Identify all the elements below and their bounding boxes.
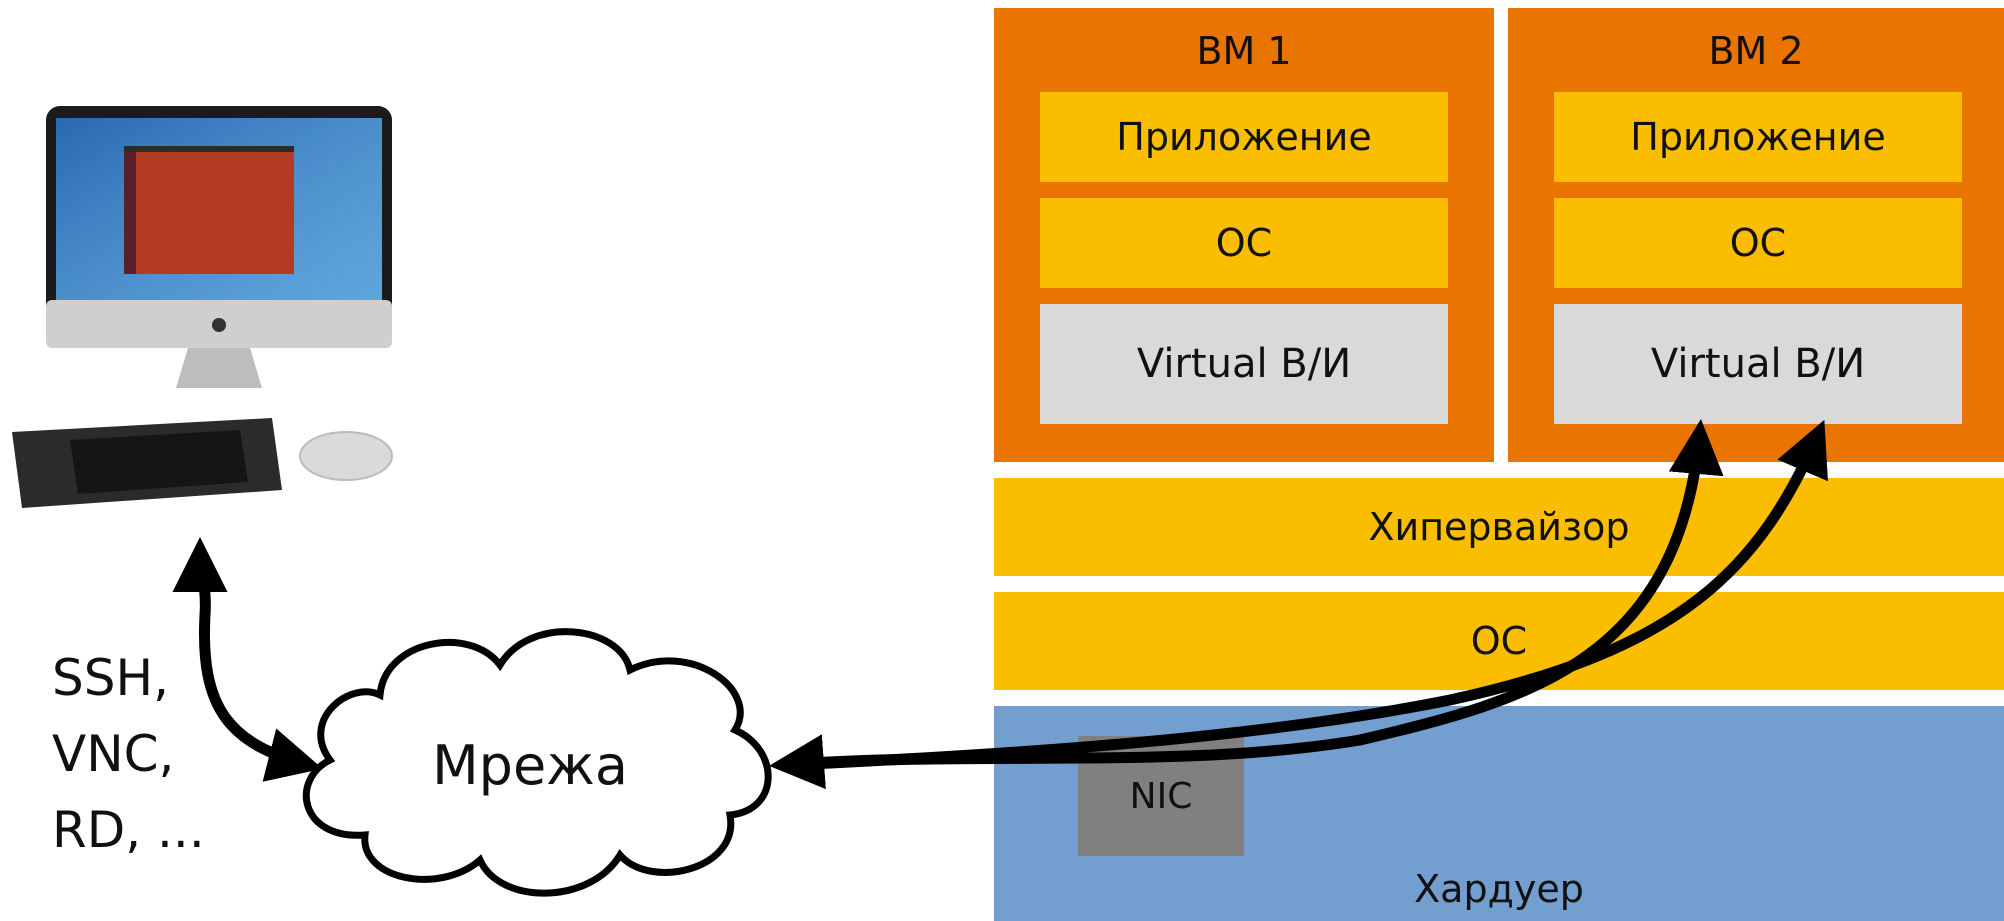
arrow-network-to-vm1: [769, 419, 1724, 790]
protocol-vnc: VNC,: [52, 725, 175, 783]
vm2-os-layer: ОС: [1554, 198, 1962, 288]
protocol-rd: RD, ...: [52, 801, 205, 859]
vm1-os-layer: ОС: [1040, 198, 1448, 288]
hardware-label: Хардуер: [1414, 867, 1584, 911]
vm1-application-layer: Приложение: [1040, 92, 1448, 182]
monitor-stand: [176, 348, 262, 388]
arrow-network-to-vm2: [789, 419, 1828, 771]
vm1-virtual-io-layer: Virtual В/И: [1040, 304, 1448, 424]
vm2-title: ВМ 2: [1708, 29, 1804, 73]
network-cloud-icon: [303, 628, 772, 897]
apple-logo-icon: [212, 318, 226, 332]
vm2-application-layer: Приложение: [1554, 92, 1962, 182]
vm1-title: ВМ 1: [1196, 29, 1292, 73]
arrow-network-to-client: [172, 537, 323, 782]
vm2-virtual-io-layer: Virtual В/И: [1554, 304, 1962, 424]
ubuntu-window: [124, 146, 294, 274]
mouse-icon: [299, 431, 393, 481]
network-label: Мрежа: [432, 733, 628, 797]
protocols-list: SSH, VNC, RD, ...: [52, 640, 252, 868]
vm1-box: ВМ 1 Приложение ОС Virtual В/И: [994, 8, 1494, 462]
vm2-box: ВМ 2 Приложение ОС Virtual В/И: [1508, 8, 2004, 462]
protocol-ssh: SSH,: [52, 649, 169, 707]
